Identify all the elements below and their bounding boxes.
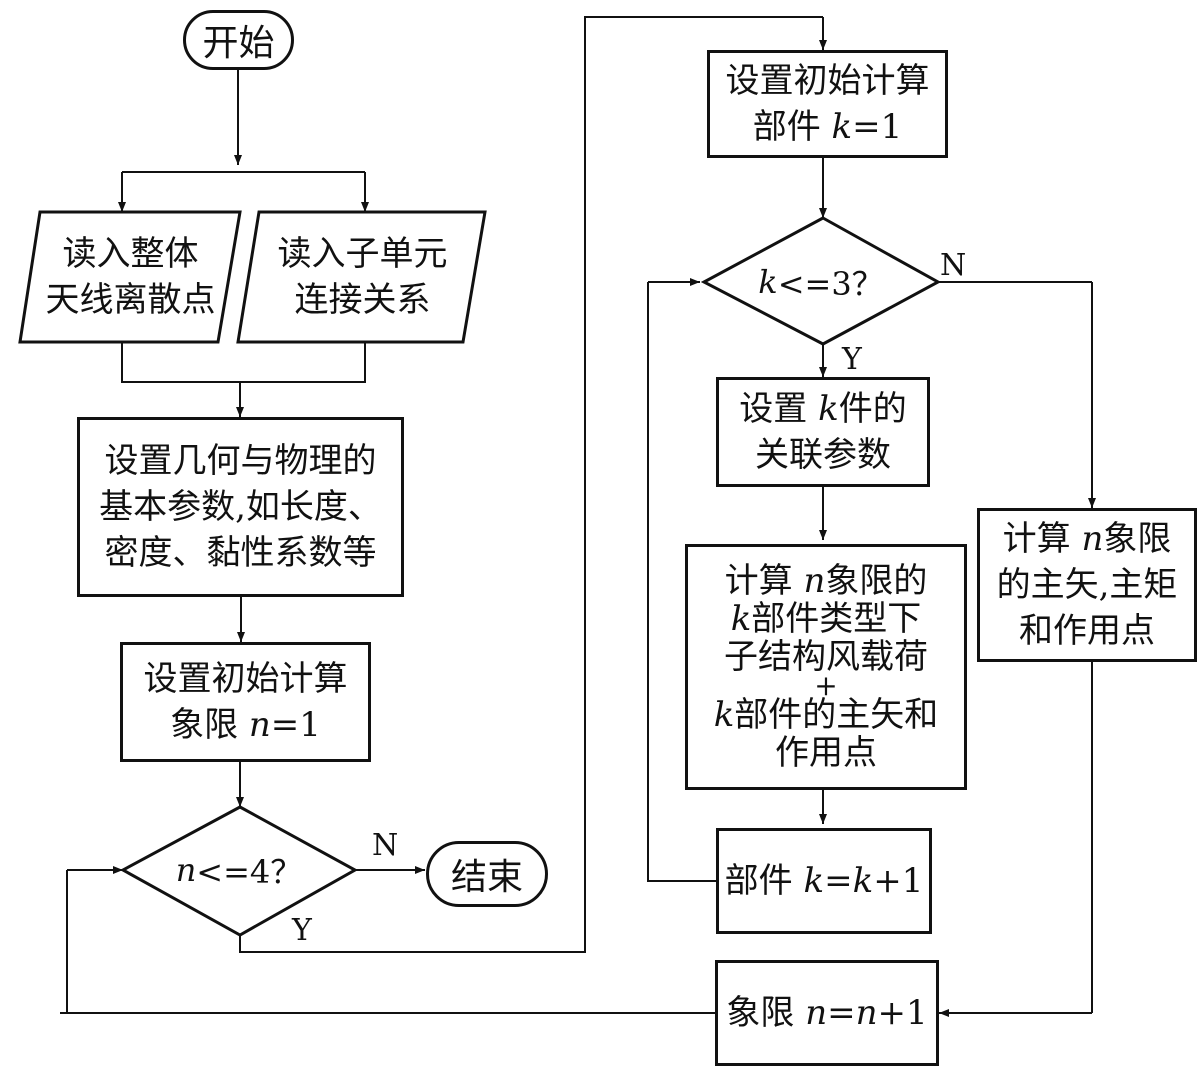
cond-n-rest: <=4？ [196, 853, 303, 891]
read-points-line2: 天线离散点 [45, 280, 216, 320]
set-k-params-line2: 关联参数 [755, 435, 891, 475]
calc-main-line1: 计算 n象限 [1003, 516, 1172, 562]
init-k-var: k [831, 107, 853, 147]
calc-wind-var-n: n [803, 561, 826, 601]
calc-wind-plus: + [814, 669, 838, 702]
cond-k-no-label: N [940, 248, 967, 283]
yes-path-n [239, 16, 823, 953]
cond-k-rest: <=3？ [777, 265, 884, 303]
read-relations-shape [236, 210, 487, 344]
k-inc-suffix: +1 [873, 861, 924, 901]
calc-main-box: 计算 n象限 的主矢,主矩 和作用点 [977, 508, 1197, 662]
merge-line [121, 342, 366, 383]
k-inc-eq: = [824, 861, 853, 901]
cond-n-no-label: N [372, 828, 399, 863]
init-n-box: 设置初始计算 象限 n=1 [120, 642, 371, 762]
cond-n-yes-label: Y [292, 913, 312, 948]
calc-wind-prefix: 计算 [724, 561, 804, 601]
n-inc-eq: = [827, 993, 856, 1033]
cond-n-var: n [175, 851, 197, 889]
calc-main-suffix: 象限 [1103, 519, 1172, 559]
start-label: 开始 [202, 23, 275, 64]
read-relations-node: 读入子单元 连接关系 [250, 212, 475, 342]
read-points-line1: 读入整体 [62, 234, 199, 274]
calc-wind-suffix2: 部件类型下 [751, 599, 922, 639]
k-inc-label: 部件 k=k+1 [725, 858, 924, 904]
calc-wind-line3: 子结构风载荷 [724, 637, 928, 677]
read-points-shape [18, 210, 242, 344]
calc-main-line3: 和作用点 [1019, 611, 1155, 651]
set-k-params-box: 设置 k件的 关联参数 [716, 377, 930, 487]
init-n-var: n [248, 705, 271, 745]
set-k-suffix: 件的 [838, 389, 907, 429]
cond-k-label: k<=3？ [704, 252, 938, 312]
calc-main-var: n [1081, 519, 1104, 559]
set-params-line2: 基本参数,如长度、 [99, 487, 382, 527]
cond-n-label: n<=4？ [123, 840, 355, 900]
n-inc-box: 象限 n=n+1 [715, 960, 939, 1066]
calc-wind-suffix5: 部件的主矢和 [734, 695, 939, 735]
init-n-suffix: =1 [270, 705, 321, 745]
init-k-line2: 部件 k=1 [753, 104, 903, 150]
calc-wind-suffix1: 象限的 [825, 561, 928, 601]
k-inc-var1: k [803, 861, 825, 901]
n-inc-var2: n [855, 993, 878, 1033]
calc-wind-var-k2: k [713, 695, 735, 735]
cond-n-shape [119, 805, 359, 937]
calc-wind-box: 计算 n象限的 k部件类型下 子结构风载荷 + k部件的主矢和 作用点 [685, 544, 967, 790]
calc-main-line2: 的主矢,主矩 [996, 565, 1178, 605]
init-n-prefix: 象限 [170, 705, 249, 745]
k-inc-var2: k [852, 861, 874, 901]
set-k-prefix: 设置 [739, 389, 819, 429]
k-inc-prefix: 部件 [724, 861, 804, 901]
set-k-var: k [818, 389, 839, 429]
cond-k-shape [700, 216, 942, 346]
k-loop-line [647, 282, 716, 882]
set-params-line1: 设置几何与物理的 [104, 441, 377, 481]
n-inc-var1: n [805, 993, 828, 1033]
init-k-prefix: 部件 [752, 107, 832, 147]
calc-wind-line6: 作用点 [775, 733, 877, 773]
set-k-params-line1: 设置 k件的 [739, 386, 906, 432]
set-params-line3: 密度、黏性系数等 [104, 533, 377, 573]
init-k-box: 设置初始计算 部件 k=1 [707, 50, 948, 158]
calc-main-prefix: 计算 [1002, 519, 1082, 559]
read-relations-line2: 连接关系 [294, 280, 431, 320]
init-n-line1: 设置初始计算 [143, 659, 348, 699]
init-k-suffix: =1 [852, 107, 903, 147]
cond-k-var: k [758, 263, 778, 301]
read-relations-line1: 读入子单元 [277, 234, 448, 274]
init-k-line1: 设置初始计算 [725, 61, 930, 101]
init-n-line2: 象限 n=1 [170, 702, 321, 748]
k-inc-box: 部件 k=k+1 [716, 828, 932, 934]
calc-wind-line2: k部件类型下 [731, 600, 922, 638]
calc-wind-line1: 计算 n象限的 [725, 562, 928, 600]
start-terminal: 开始 [183, 10, 294, 70]
calc-wind-var-k1: k [730, 599, 752, 639]
n-inc-prefix: 象限 [726, 993, 806, 1033]
n-inc-suffix: +1 [877, 993, 928, 1033]
set-params-box: 设置几何与物理的 基本参数,如长度、 密度、黏性系数等 [77, 417, 404, 597]
read-points-node: 读入整体 天线离散点 [28, 212, 233, 342]
end-label: 结束 [450, 857, 523, 898]
end-terminal: 结束 [426, 841, 548, 907]
cond-k-yes-label: Y [842, 342, 862, 377]
calc-wind-line5: k部件的主矢和 [714, 696, 939, 734]
n-inc-label: 象限 n=n+1 [726, 990, 927, 1036]
